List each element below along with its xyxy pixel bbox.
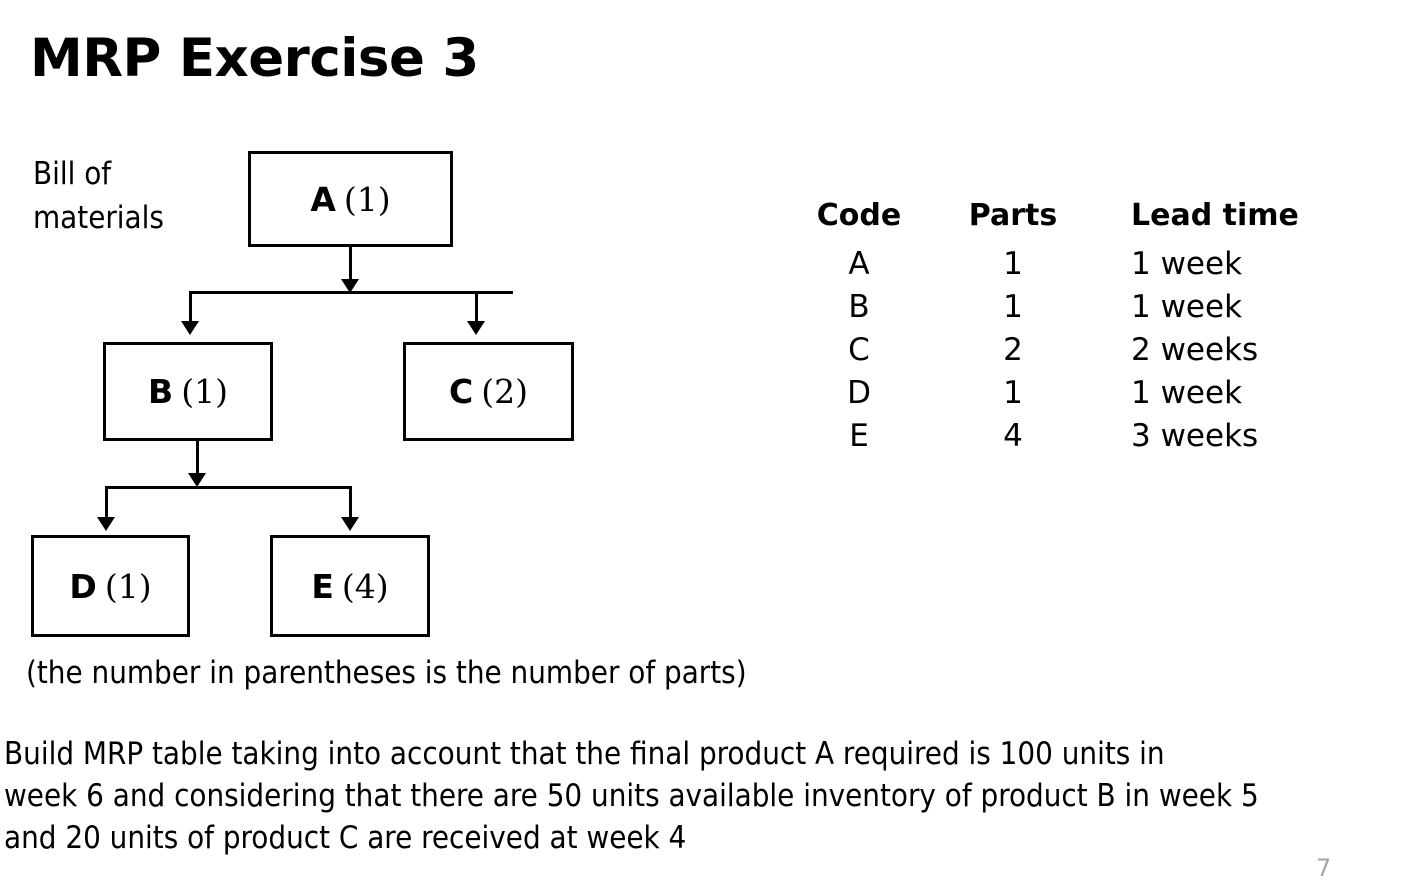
bom-node-c-qty: (2) [481, 372, 528, 411]
cell-parts: 4 [1003, 418, 1023, 454]
task-description: Build MRP table taking into account that… [4, 733, 1425, 859]
cell-code: C [848, 332, 870, 368]
table-header-row: Code Parts Lead time [795, 198, 1333, 243]
connector-a-to-c [475, 291, 478, 323]
arrow-down-icon-b-stem [188, 473, 206, 487]
bom-label-line-1: Bill of [33, 156, 112, 192]
cell-lead-time: 1 week [1131, 375, 1243, 411]
bom-node-a-code: A [310, 179, 336, 219]
bom-node-a-qty: (1) [343, 179, 391, 219]
parts-lead-time-table: Code Parts Lead time A 1 1 week B 1 1 we… [795, 198, 1333, 458]
page-title: MRP Exercise 3 [30, 28, 479, 89]
cell-parts: 1 [1003, 375, 1023, 411]
bom-node-c: C (2) [403, 342, 574, 441]
parts-table-element: Code Parts Lead time A 1 1 week B 1 1 we… [795, 198, 1333, 458]
bom-label-line-2: materials [33, 200, 164, 236]
bom-node-b: B (1) [103, 342, 273, 441]
arrow-down-icon-to-d [97, 517, 115, 531]
arrow-down-icon-to-b [181, 321, 199, 335]
bom-node-b-qty: (1) [181, 372, 228, 411]
task-line-3: and 20 units of product C are received a… [4, 820, 687, 856]
bom-node-a: A (1) [248, 151, 453, 247]
connector-a-to-b [189, 291, 192, 323]
arrow-down-icon-to-c [467, 321, 485, 335]
table-row: A 1 1 week [795, 243, 1333, 286]
bom-node-d: D (1) [31, 535, 190, 637]
connector-a-stem [349, 247, 352, 281]
bom-node-e: E (4) [270, 535, 430, 637]
column-header-code: Code [816, 198, 902, 233]
cell-parts: 1 [1003, 246, 1023, 282]
bom-node-d-code: D [69, 566, 97, 606]
cell-lead-time: 2 weeks [1131, 332, 1259, 368]
table-row: B 1 1 week [795, 286, 1333, 329]
arrow-down-icon-to-e [341, 517, 359, 531]
cell-code: B [848, 289, 870, 325]
connector-b-stem [196, 441, 199, 475]
arrow-down-icon-a-stem [341, 279, 359, 293]
column-header-lead-time: Lead time [1131, 198, 1299, 233]
task-line-1: Build MRP table taking into account that… [4, 736, 1165, 772]
bom-node-c-code: C [449, 372, 474, 411]
column-header-parts: Parts [968, 198, 1058, 233]
cell-parts: 2 [1003, 332, 1023, 368]
task-line-2: week 6 and considering that there are 50… [4, 778, 1259, 814]
parentheses-note: (the number in parentheses is the number… [26, 655, 747, 691]
cell-parts: 1 [1003, 289, 1023, 325]
cell-code: E [849, 418, 869, 454]
cell-code: D [847, 375, 871, 411]
bom-node-b-code: B [148, 372, 174, 411]
cell-code: A [848, 246, 870, 282]
table-row: D 1 1 week [795, 372, 1333, 415]
table-row: C 2 2 weeks [795, 329, 1333, 372]
connector-b-to-e [349, 486, 352, 519]
cell-lead-time: 1 week [1131, 246, 1243, 282]
bom-node-e-qty: (4) [341, 566, 389, 606]
bill-of-materials-label: Bill of materials [33, 152, 223, 240]
connector-b-split-bar [105, 486, 352, 489]
bom-node-e-code: E [311, 566, 334, 606]
table-row: E 4 3 weeks [795, 415, 1333, 458]
page-number: 7 [1316, 854, 1332, 882]
connector-b-to-d [105, 486, 108, 519]
cell-lead-time: 3 weeks [1131, 418, 1259, 454]
cell-lead-time: 1 week [1131, 289, 1243, 325]
bom-node-d-qty: (1) [104, 566, 152, 606]
